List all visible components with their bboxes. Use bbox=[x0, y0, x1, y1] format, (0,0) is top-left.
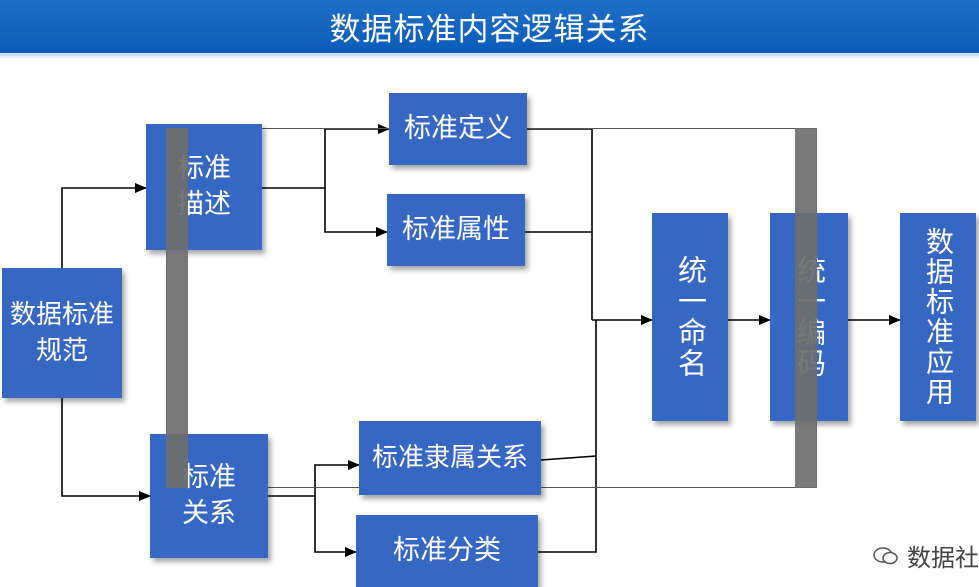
node-subordinate-label: 标准隶属关系 bbox=[371, 443, 528, 473]
node-relation-label: 标准关系 bbox=[182, 462, 236, 529]
edge-root-describe bbox=[61, 183, 147, 268]
diagram-title: 数据标准内容逻辑关系 bbox=[329, 12, 650, 48]
node-definition: 标准定义 bbox=[389, 93, 527, 165]
node-naming-label: 统一命名 bbox=[673, 255, 708, 379]
node-application: 数据标准应用 bbox=[900, 213, 976, 421]
edge-relation-subordinate bbox=[268, 460, 360, 497]
node-attribute: 标准属性 bbox=[387, 194, 525, 266]
overlay-band-right bbox=[795, 128, 817, 488]
node-application-label: 数据标准应用 bbox=[922, 227, 955, 407]
connector-lines bbox=[61, 124, 901, 557]
node-attribute-label: 标准属性 bbox=[402, 214, 510, 245]
node-definition-label: 标准定义 bbox=[404, 113, 512, 144]
edge-classification-merge bbox=[538, 456, 597, 553]
edge-relation-classification bbox=[314, 496, 357, 557]
node-classification-label: 标准分类 bbox=[393, 535, 501, 566]
node-naming: 统一命名 bbox=[652, 213, 728, 421]
node-root-label: 数据标准规范 bbox=[9, 300, 114, 366]
edge-describe-attribute bbox=[324, 188, 388, 237]
header-divider bbox=[0, 56, 979, 58]
watermark-text: 数据社 bbox=[907, 544, 979, 572]
node-classification: 标准分类 bbox=[356, 515, 538, 587]
node-root: 数据标准规范 bbox=[2, 268, 122, 398]
node-describe: 标准描述 bbox=[146, 124, 262, 250]
edge-root-relation bbox=[61, 398, 151, 501]
edge-definition-merge bbox=[527, 128, 593, 320]
overlay-band-left bbox=[166, 128, 188, 488]
node-subordinate: 标准隶属关系 bbox=[359, 421, 541, 495]
edge-describe-definition bbox=[262, 124, 390, 189]
title-bar: 数据标准内容逻辑关系 bbox=[0, 0, 979, 56]
wechat-icon bbox=[873, 546, 898, 564]
watermark: 数据社 bbox=[873, 538, 979, 573]
